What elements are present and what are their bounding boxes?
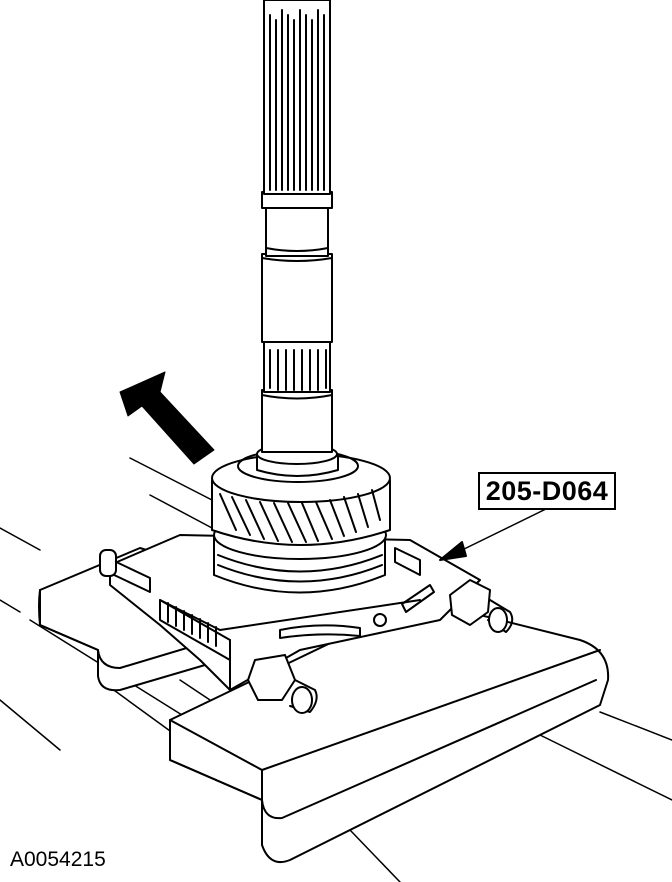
figure-id-label: A0054215 — [10, 848, 106, 871]
splitter-bolts — [99, 547, 514, 714]
direction-arrow-icon — [119, 371, 215, 465]
leader-arrow-icon — [439, 507, 549, 561]
output-shaft — [256, 0, 339, 477]
tool-number-callout: 205-D064 — [478, 472, 616, 510]
right-support-block — [169, 599, 610, 864]
table-lines — [0, 457, 672, 882]
